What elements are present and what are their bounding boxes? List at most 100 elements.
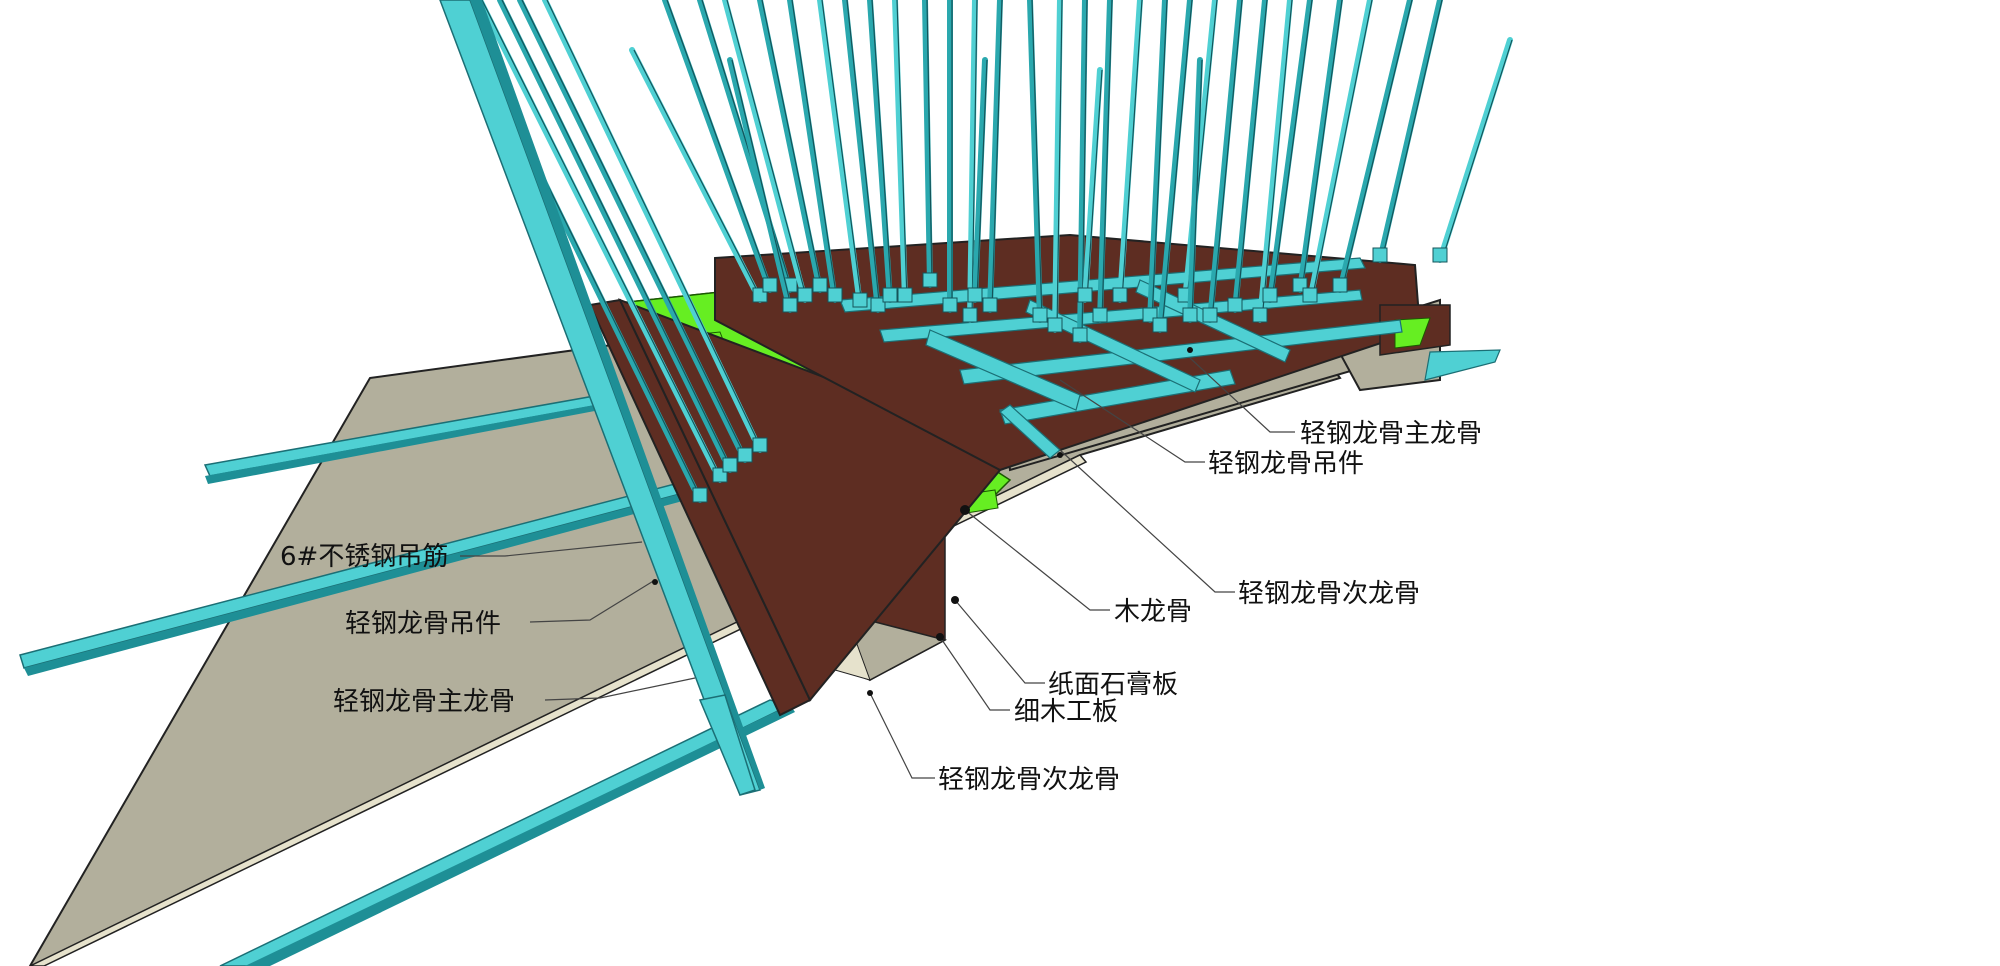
steel-rod-edge xyxy=(1056,0,1063,331)
steel-rod-edge xyxy=(896,0,908,301)
steel-rod xyxy=(1052,0,1063,333)
steel-rod xyxy=(497,0,733,473)
steel-rod-edge xyxy=(1081,0,1088,341)
hanger-clip xyxy=(942,297,958,313)
steel-rod xyxy=(1377,0,1443,263)
steel-rod-edge xyxy=(1151,0,1168,321)
steel-rod xyxy=(842,0,881,313)
label-hanger-top: 轻钢龙骨吊件 xyxy=(1208,449,1364,479)
label-steel-rod: 6#不锈钢吊筋 xyxy=(280,542,448,572)
steel-rod xyxy=(1097,0,1113,323)
hanger-clip xyxy=(870,297,886,313)
hanger-clip xyxy=(1372,247,1388,263)
steel-rod-edge xyxy=(821,0,863,306)
hanger-clip xyxy=(852,292,868,308)
label-blockboard: 细木工板 xyxy=(1014,697,1118,727)
steel-rod xyxy=(517,0,748,463)
steel-rod-edge xyxy=(1301,0,1343,291)
hanger-clip xyxy=(1112,287,1128,303)
hanger-clip xyxy=(1152,317,1168,333)
steel-rod xyxy=(1437,37,1513,263)
steel-rod xyxy=(867,0,893,303)
steel-rod xyxy=(1147,0,1168,323)
steel-rod-edge xyxy=(791,0,838,301)
steel-rod-edge xyxy=(976,59,988,301)
hanger-clip xyxy=(1227,297,1243,313)
label-cross-runner-bottom: 轻钢龙骨次龙骨 xyxy=(938,765,1120,795)
steel-rod-edge xyxy=(1341,0,1413,291)
steel-rod-edge xyxy=(731,59,793,311)
hanger-clip xyxy=(762,277,778,293)
hanger-clip xyxy=(882,287,898,303)
label-hanger-left: 轻钢龙骨吊件 xyxy=(345,609,501,639)
hanger-clip xyxy=(1332,277,1348,293)
steel-rod xyxy=(817,0,863,308)
steel-rod-edge xyxy=(1236,0,1268,311)
steel-rod xyxy=(662,0,773,293)
hanger-clip xyxy=(752,437,768,453)
steel-rod-edge xyxy=(1441,39,1513,261)
steel-rod xyxy=(1337,0,1413,293)
hanger-clip xyxy=(982,297,998,313)
steel-rod xyxy=(987,0,1003,313)
steel-rod-edge xyxy=(846,0,881,311)
steel-rod-edge xyxy=(521,0,748,461)
steel-rod-edge xyxy=(871,0,893,301)
steel-rod xyxy=(922,0,933,288)
steel-rod-edge xyxy=(1031,0,1043,321)
hanger-clip xyxy=(737,447,753,463)
steel-rod xyxy=(727,57,793,313)
hanger-clip xyxy=(692,487,708,503)
hanger-clip xyxy=(1182,307,1198,323)
steel-rod-edge xyxy=(726,0,808,301)
steel-rod-edge xyxy=(1191,59,1203,321)
main-runner-left xyxy=(439,0,765,796)
steel-rod-edge xyxy=(1121,0,1143,301)
steel-rod xyxy=(722,0,808,303)
steel-rod-edge xyxy=(666,0,773,291)
label-main-runner-left: 轻钢龙骨主龙骨 xyxy=(333,687,515,717)
steel-rod-edge xyxy=(1086,69,1103,301)
hanger-clip xyxy=(1077,287,1093,303)
steel-rod xyxy=(892,0,908,303)
label-cross-runner-right: 轻钢龙骨次龙骨 xyxy=(1238,579,1420,609)
label-main-runner-top: 轻钢龙骨主龙骨 xyxy=(1300,419,1482,449)
steel-rod xyxy=(967,0,978,323)
hanger-clip xyxy=(782,297,798,313)
steel-rod xyxy=(1232,0,1268,313)
hanger-clip xyxy=(827,287,843,303)
leader-dots xyxy=(652,347,1193,696)
steel-rod xyxy=(757,0,823,293)
hanger-clip xyxy=(812,277,828,293)
steel-rod xyxy=(1257,0,1293,323)
steel-rod xyxy=(1157,0,1193,333)
steel-rod-edge xyxy=(991,0,1003,311)
hanger-clip xyxy=(1202,307,1218,323)
hanger-clip xyxy=(922,272,938,288)
steel-rod xyxy=(1117,0,1143,303)
steel-rod-edge xyxy=(1161,0,1193,331)
steel-rod-edge xyxy=(701,0,793,291)
steel-rod xyxy=(477,0,723,483)
steel-rod xyxy=(787,0,838,303)
steel-rod-edge xyxy=(633,49,763,301)
labels: 轻钢龙骨主龙骨 轻钢龙骨吊件 轻钢龙骨次龙骨 木龙骨 纸面石膏板 细木工板 轻钢… xyxy=(280,419,1482,795)
hanger-clip xyxy=(1252,307,1268,323)
steel-rod xyxy=(1267,0,1313,303)
hanger-clip xyxy=(1032,307,1048,323)
steel-rod-edge xyxy=(1271,0,1313,301)
steel-rod-edge xyxy=(501,0,733,471)
steel-rod xyxy=(1077,0,1088,343)
leader-lines xyxy=(460,357,1295,779)
steel-rod xyxy=(1027,0,1043,323)
hanger-clip xyxy=(1072,327,1088,343)
steel-rod xyxy=(1207,0,1243,323)
hanger-clip xyxy=(1302,287,1318,303)
steel-rod-edge xyxy=(546,0,763,451)
hanger-clip xyxy=(797,287,813,303)
hanger-clip xyxy=(1432,247,1448,263)
steel-rod-edge xyxy=(1211,0,1243,321)
label-wood-joist: 木龙骨 xyxy=(1114,597,1192,627)
